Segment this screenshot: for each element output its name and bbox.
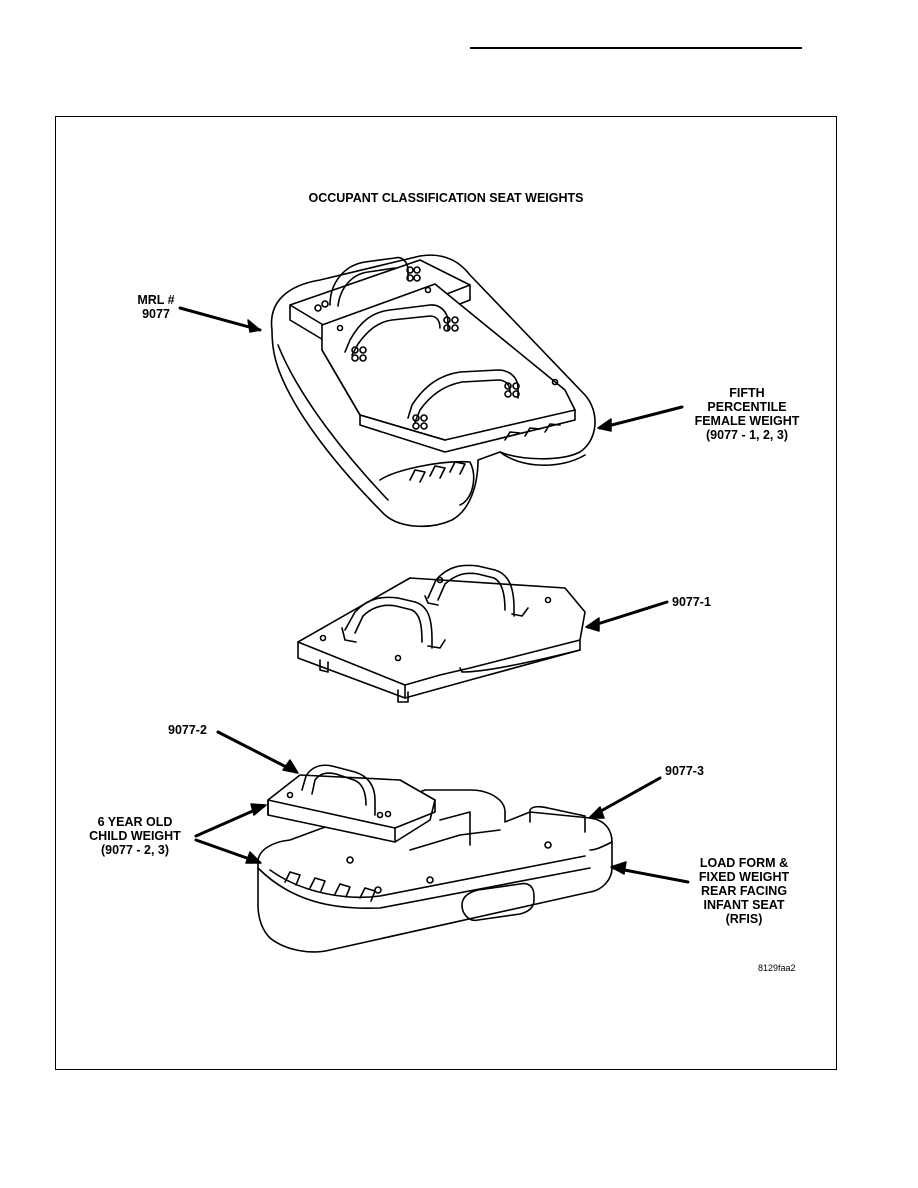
header-rule (470, 47, 802, 49)
arrow-mrl (178, 306, 262, 332)
label-rfis: LOAD FORM & FIXED WEIGHT REAR FACING INF… (688, 856, 800, 926)
label-child-line3: (9077 - 2, 3) (100, 843, 170, 857)
figure-title: OCCUPANT CLASSIFICATION SEAT WEIGHTS (308, 191, 584, 205)
label-fifth-percentile: FIFTH PERCENTILE FEMALE WEIGHT (9077 - 1… (685, 386, 809, 442)
label-rfis-line4: INFANT SEAT (703, 898, 785, 912)
mrl-9077-assembly (270, 254, 596, 528)
arrow-9077-3 (590, 776, 662, 818)
label-mrl: MRL # 9077 (128, 293, 184, 321)
leader-arrows (178, 306, 690, 884)
arrow-9077-2 (216, 730, 298, 774)
label-fifth-line1: FIFTH (729, 386, 765, 400)
label-child-line2: CHILD WEIGHT (89, 829, 181, 843)
figure-frame (55, 116, 837, 1070)
label-fifth-line3: FEMALE WEIGHT (694, 414, 800, 428)
label-rfis-line2: FIXED WEIGHT (698, 870, 790, 884)
label-9077-3: 9077-3 (665, 764, 704, 778)
label-mrl-line2: 9077 (142, 307, 170, 321)
label-child-line1: 6 YEAR OLD (97, 815, 173, 829)
parts-9077-2-3 (257, 764, 613, 953)
label-rfis-line3: REAR FACING (700, 884, 788, 898)
label-fifth-line4: (9077 - 1, 2, 3) (706, 428, 788, 442)
arrow-rfis (612, 866, 690, 884)
arrow-9077-1 (586, 600, 669, 629)
label-9077-1: 9077-1 (672, 595, 711, 609)
label-rfis-line5: (RFIS) (725, 912, 763, 926)
label-9077-2: 9077-2 (168, 723, 207, 737)
label-mrl-line1: MRL # (137, 293, 175, 307)
label-child-weight: 6 YEAR OLD CHILD WEIGHT (9077 - 2, 3) (78, 815, 192, 857)
part-9077-1 (297, 564, 586, 703)
label-rfis-line1: LOAD FORM & (699, 856, 789, 870)
arrow-fifth (598, 405, 684, 430)
figure-code: 8129faa2 (758, 963, 796, 973)
label-fifth-line2: PERCENTILE (707, 400, 787, 414)
